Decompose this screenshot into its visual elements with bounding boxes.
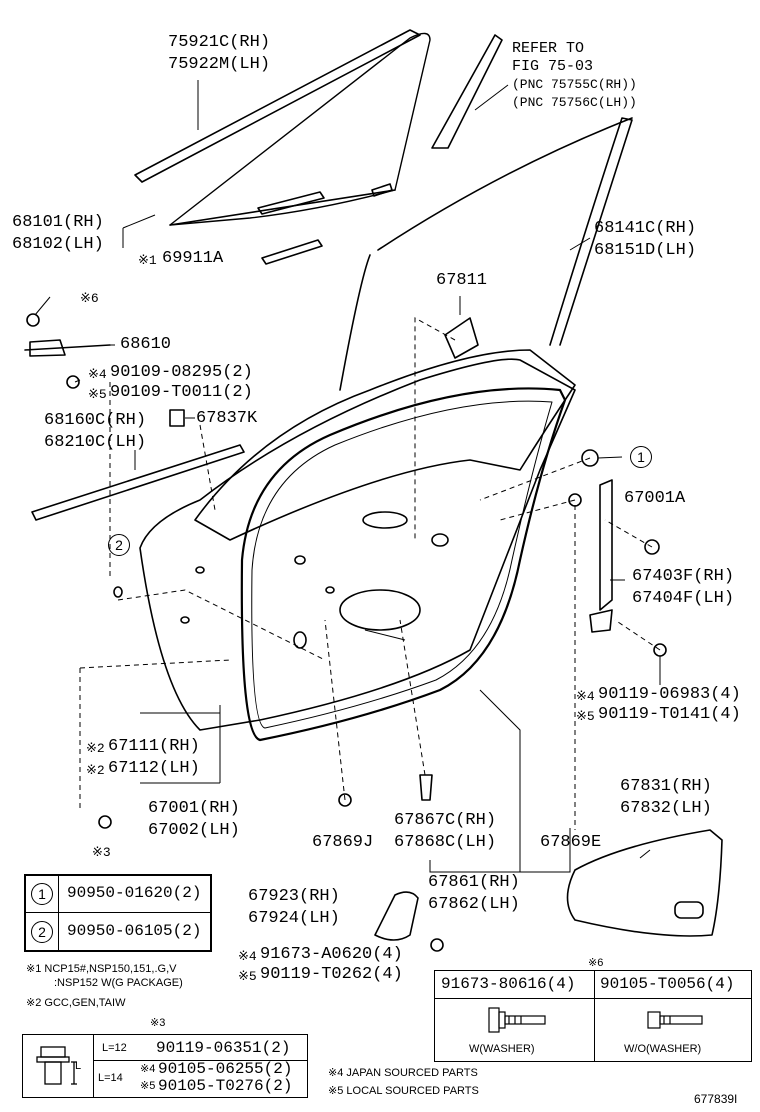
label-pnc-lh: (PNC 75756C(LH)) bbox=[512, 95, 637, 110]
note-6-col-2-part: 90105-T0056(4) bbox=[594, 971, 751, 999]
door-sash-channel bbox=[599, 479, 613, 611]
label-67001: 67001(RH) bbox=[148, 799, 240, 818]
note-mark-90109-08295: ※4 bbox=[88, 367, 107, 382]
label-68160c: 68160C(RH) bbox=[44, 411, 147, 430]
label-67869j: 67869J bbox=[312, 833, 374, 852]
label-68101: 68101(RH) bbox=[12, 213, 104, 232]
door-hinge-bracket bbox=[374, 891, 419, 941]
label-67923: 67923(RH) bbox=[248, 887, 340, 906]
label-91673-a0620: 91673-A0620(4) bbox=[260, 945, 403, 964]
label-67001a: 67001A bbox=[624, 489, 686, 508]
callout-2: 2 bbox=[108, 534, 130, 556]
label-67404f: 67404F(LH) bbox=[632, 589, 735, 608]
label-67837k: 67837K bbox=[196, 409, 258, 428]
note-5: ※5 LOCAL SOURCED PARTS bbox=[328, 1085, 479, 1097]
table-row-2-part: 90950-06105(2) bbox=[58, 912, 211, 951]
label-67403f: 67403F(RH) bbox=[632, 567, 735, 586]
label-68141c: 68141C(RH) bbox=[594, 219, 697, 238]
label-90109-08295: 90109-08295(2) bbox=[110, 363, 253, 382]
label-67924: 67924(LH) bbox=[248, 909, 340, 928]
callout-1: 1 bbox=[630, 446, 652, 468]
note-6-title: ※6 bbox=[588, 957, 604, 969]
note-2: ※2 GCC,GEN,TAIW bbox=[26, 997, 126, 1009]
note-3-title: ※3 bbox=[150, 1017, 166, 1029]
service-hole-cover bbox=[566, 829, 723, 937]
label-90119-t0141: 90119-T0141(4) bbox=[598, 705, 741, 724]
label-refer-to: REFER TO bbox=[512, 40, 585, 57]
table-row-1-num: 1 bbox=[25, 875, 59, 913]
label-67811: 67811 bbox=[436, 271, 488, 290]
note-mark-90119-t0262: ※5 bbox=[238, 969, 257, 984]
circled-parts-table: 1 90950-01620(2) 2 90950-06105(2) bbox=[24, 874, 212, 952]
pillar-garnish bbox=[431, 34, 503, 149]
label-67111: 67111(RH) bbox=[108, 737, 200, 756]
label-67831: 67831(RH) bbox=[620, 777, 712, 796]
label-68210c: 68210C(LH) bbox=[44, 433, 147, 452]
note-mark-69911a: ※1 bbox=[138, 253, 157, 268]
bolt-row-1: L=12 90119-06351(2) bbox=[93, 1035, 307, 1061]
label-90109-t0011: 90109-T0011(2) bbox=[110, 383, 253, 402]
note-1-line-2: :NSP152 W(G PACKAGE) bbox=[54, 977, 183, 989]
label-69911a: 69911A bbox=[162, 249, 224, 268]
figure-id: 677839I bbox=[694, 1092, 738, 1106]
note-1-line-1: ※1 NCP15#,NSP150,151,.G,V bbox=[26, 963, 177, 975]
door-outer-panel bbox=[139, 358, 576, 731]
note-mark-3: ※3 bbox=[92, 845, 111, 860]
label-67832: 67832(LH) bbox=[620, 799, 712, 818]
bolt-length-table: L L=12 90119-06351(2) L=14 ※4 90105-0625… bbox=[22, 1034, 308, 1098]
note-6-col-2-figure: W/O(WASHER) bbox=[594, 998, 751, 1061]
label-67861: 67861(RH) bbox=[428, 873, 520, 892]
label-67869e: 67869E bbox=[540, 833, 602, 852]
label-67112: 67112(LH) bbox=[108, 759, 200, 778]
note-mark-91673-a0620: ※4 bbox=[238, 949, 257, 964]
label-68102: 68102(LH) bbox=[12, 235, 104, 254]
note-mark-67111: ※2 bbox=[86, 741, 105, 756]
bolt-l-symbol: L bbox=[75, 1060, 82, 1072]
label-68151d: 68151D(LH) bbox=[594, 241, 697, 260]
door-window-frame bbox=[194, 349, 576, 541]
label-90119-t0262: 90119-T0262(4) bbox=[260, 965, 403, 984]
label-75922m: 75922M(LH) bbox=[168, 55, 271, 74]
bolt-icon bbox=[36, 1046, 77, 1085]
note-mark-90119-06983: ※4 bbox=[576, 689, 595, 704]
bolt-row-2: L=14 ※4 90105-06255(2) ※5 90105-T0276(2) bbox=[93, 1060, 307, 1097]
belt-moulding bbox=[31, 444, 245, 521]
table-row-2-num: 2 bbox=[25, 912, 59, 951]
label-67862: 67862(LH) bbox=[428, 895, 520, 914]
note-mark-90119-t0141: ※5 bbox=[576, 709, 595, 724]
label-fig-ref: FIG 75-03 bbox=[512, 58, 594, 75]
label-pnc-rh: (PNC 75755C(RH)) bbox=[512, 77, 637, 92]
note-6-table: 91673-80616(4) 90105-T0056(4) W(WASHER) … bbox=[434, 970, 752, 1062]
label-75921c: 75921C(RH) bbox=[168, 33, 271, 52]
label-90119-06983: 90119-06983(4) bbox=[598, 685, 741, 704]
note-mark-67112: ※2 bbox=[86, 763, 105, 778]
label-67867c: 67867C(RH) bbox=[394, 811, 497, 830]
note-mark-6: ※6 bbox=[80, 291, 99, 306]
table-row-1-part: 90950-01620(2) bbox=[58, 875, 211, 913]
label-67002: 67002(LH) bbox=[148, 821, 240, 840]
note-4: ※4 JAPAN SOURCED PARTS bbox=[328, 1067, 478, 1079]
note-6-col-1-figure: W(WASHER) bbox=[435, 998, 595, 1061]
glass-upper-moulding bbox=[134, 29, 421, 183]
door-weatherstrip bbox=[240, 387, 567, 742]
note-6-col-1-part: 91673-80616(4) bbox=[435, 971, 595, 999]
label-67868c: 67868C(LH) bbox=[394, 833, 497, 852]
note-mark-90109-t0011: ※5 bbox=[88, 387, 107, 402]
label-68610: 68610 bbox=[120, 335, 172, 354]
bolt-with-washer-icon bbox=[488, 1007, 546, 1033]
bolt-without-washer-icon bbox=[647, 1011, 703, 1029]
door-frame-moulding bbox=[339, 117, 633, 391]
